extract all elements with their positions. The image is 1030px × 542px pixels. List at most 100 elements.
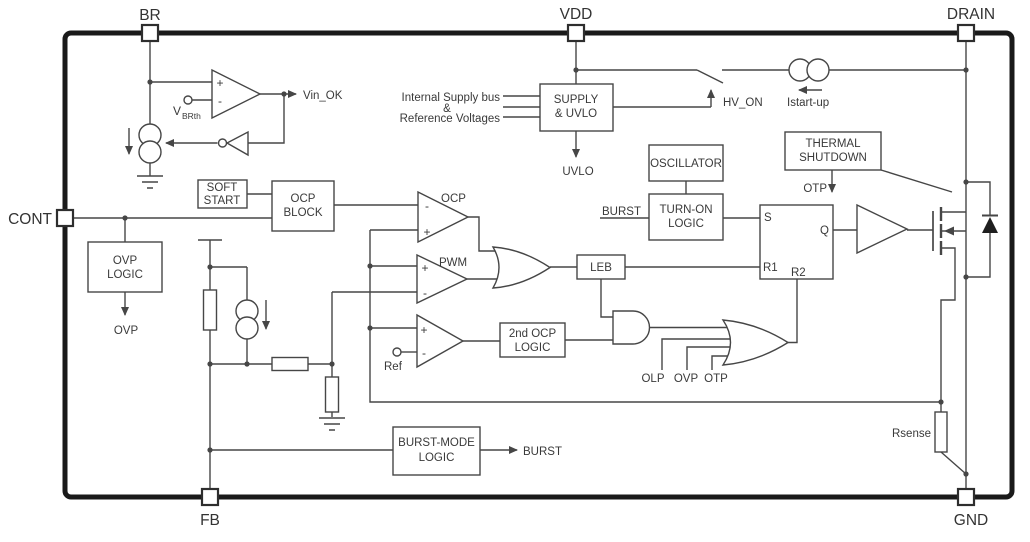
ovp-logic-label-1: OVP — [113, 255, 138, 267]
burst-mode-label-1: BURST-MODE — [398, 437, 475, 449]
junction-dots — [122, 67, 969, 477]
second-ocp-label-1: 2nd OCP — [509, 328, 557, 340]
pin-vdd — [566, 23, 586, 43]
ocp-comp-label: OCP — [441, 193, 466, 205]
soft-start-block — [197, 179, 248, 209]
pin-label-fb: FB — [200, 512, 220, 529]
resistor — [202, 289, 218, 331]
pin-gnd — [956, 487, 976, 507]
uvlo-label: UVLO — [562, 166, 593, 178]
second-ocp-label-2: LOGIC — [515, 342, 551, 354]
body-diode-icon — [982, 214, 998, 233]
ic-boundary — [62, 30, 1015, 500]
pin-label-vdd: VDD — [560, 6, 593, 23]
pin-label-drain: DRAIN — [947, 6, 995, 23]
ocp-block-label-1: OCP — [291, 193, 316, 205]
burst-mode-logic-block — [392, 426, 481, 476]
second-ocp-comparator — [416, 313, 465, 369]
wires — [73, 41, 991, 489]
pin-br — [140, 23, 160, 43]
burst-in-label: BURST — [602, 206, 641, 218]
plus-sign: + — [421, 261, 428, 275]
and-gate — [612, 310, 651, 345]
oscillator-block — [648, 144, 724, 182]
vin-ok-label: Vin_OK — [303, 90, 343, 102]
turn-on-label-2: LOGIC — [668, 218, 704, 230]
inverter-bubble — [217, 138, 228, 148]
pin-label-gnd: GND — [954, 512, 988, 529]
pin-label-br: BR — [139, 7, 161, 24]
ref-terminal — [392, 347, 402, 357]
or-gate — [491, 246, 552, 289]
pin-cont — [55, 208, 75, 228]
pwm-comparator — [416, 253, 469, 305]
thermal-label-2: SHUTDOWN — [799, 152, 867, 164]
rsense-label: Rsense — [892, 428, 931, 440]
latch-r2-label: R2 — [791, 267, 806, 279]
leb-block — [576, 254, 626, 280]
supply-uvlo-block — [539, 83, 614, 132]
istartup-label: Istart-up — [787, 97, 829, 109]
turn-on-label-1: TURN-ON — [659, 204, 712, 216]
otp-label: OTP — [704, 373, 728, 385]
pwm-comp-label: PWM — [439, 257, 467, 269]
ocp-block — [271, 180, 335, 232]
vbrth-sub-label: BRth — [182, 111, 201, 121]
pin-fb — [200, 487, 220, 507]
ic-pins — [55, 23, 976, 507]
current-source-icon — [138, 123, 162, 164]
pin-label-cont: CONT — [8, 211, 52, 228]
rsense-resistor — [934, 411, 948, 453]
resistor — [324, 376, 340, 413]
ground-icon — [319, 417, 345, 431]
ovp-logic-label-2: LOGIC — [107, 269, 143, 281]
oscillator-label: OSCILLATOR — [650, 158, 722, 170]
supply-uvlo-label-2: & UVLO — [555, 108, 597, 120]
br-comparator — [211, 68, 262, 120]
gate-driver — [856, 203, 909, 255]
supply-bus-text-1: Internal Supply bus — [402, 92, 501, 104]
pin-drain — [956, 23, 976, 43]
or-gate-protection — [721, 319, 790, 366]
soft-start-label-1: SOFT — [207, 182, 238, 194]
ovp-logic-block — [87, 241, 163, 293]
turn-on-logic-block — [648, 193, 724, 241]
minus-sign: - — [425, 199, 429, 213]
labels: BR VDD DRAIN CONT FB GND + - Vin_OK V BR… — [8, 6, 995, 529]
resistor — [271, 356, 309, 372]
latch-r1-label: R1 — [763, 262, 778, 274]
ovp-out-label: OVP — [114, 325, 139, 337]
minus-sign: - — [218, 94, 222, 108]
mosfet-icon — [932, 207, 954, 255]
soft-start-label-2: START — [204, 195, 241, 207]
olp-label: OLP — [641, 373, 664, 385]
burst-out-label: BURST — [523, 446, 562, 458]
ovp-label: OVP — [674, 373, 699, 385]
ocp-comparator — [417, 190, 470, 244]
inverter — [225, 130, 249, 157]
supply-bus-text-2: & — [443, 103, 451, 115]
burst-mode-label-2: LOGIC — [419, 452, 455, 464]
second-ocp-logic-block — [499, 322, 566, 358]
current-source-icon — [235, 299, 259, 340]
ref-label: Ref — [384, 361, 403, 373]
sr-latch-block — [759, 204, 834, 280]
thermal-label-1: THERMAL — [806, 138, 862, 150]
plus-sign: + — [216, 76, 223, 90]
leb-label: LEB — [590, 262, 612, 274]
plus-sign: + — [420, 323, 427, 337]
vbrth-label: V — [173, 104, 181, 118]
latch-s-label: S — [764, 212, 772, 224]
current-source-icon — [788, 58, 830, 82]
ground-icon — [137, 163, 163, 189]
thermal-shutdown-block — [784, 131, 882, 171]
plus-sign: + — [423, 225, 430, 239]
ocp-block-label-2: BLOCK — [284, 207, 323, 219]
supply-bus-text-3: Reference Voltages — [400, 113, 501, 125]
minus-sign: - — [423, 286, 427, 300]
otp-thermal-label: OTP — [803, 183, 827, 195]
supply-uvlo-label-1: SUPPLY — [554, 94, 599, 106]
vbrth-terminal — [183, 95, 193, 105]
